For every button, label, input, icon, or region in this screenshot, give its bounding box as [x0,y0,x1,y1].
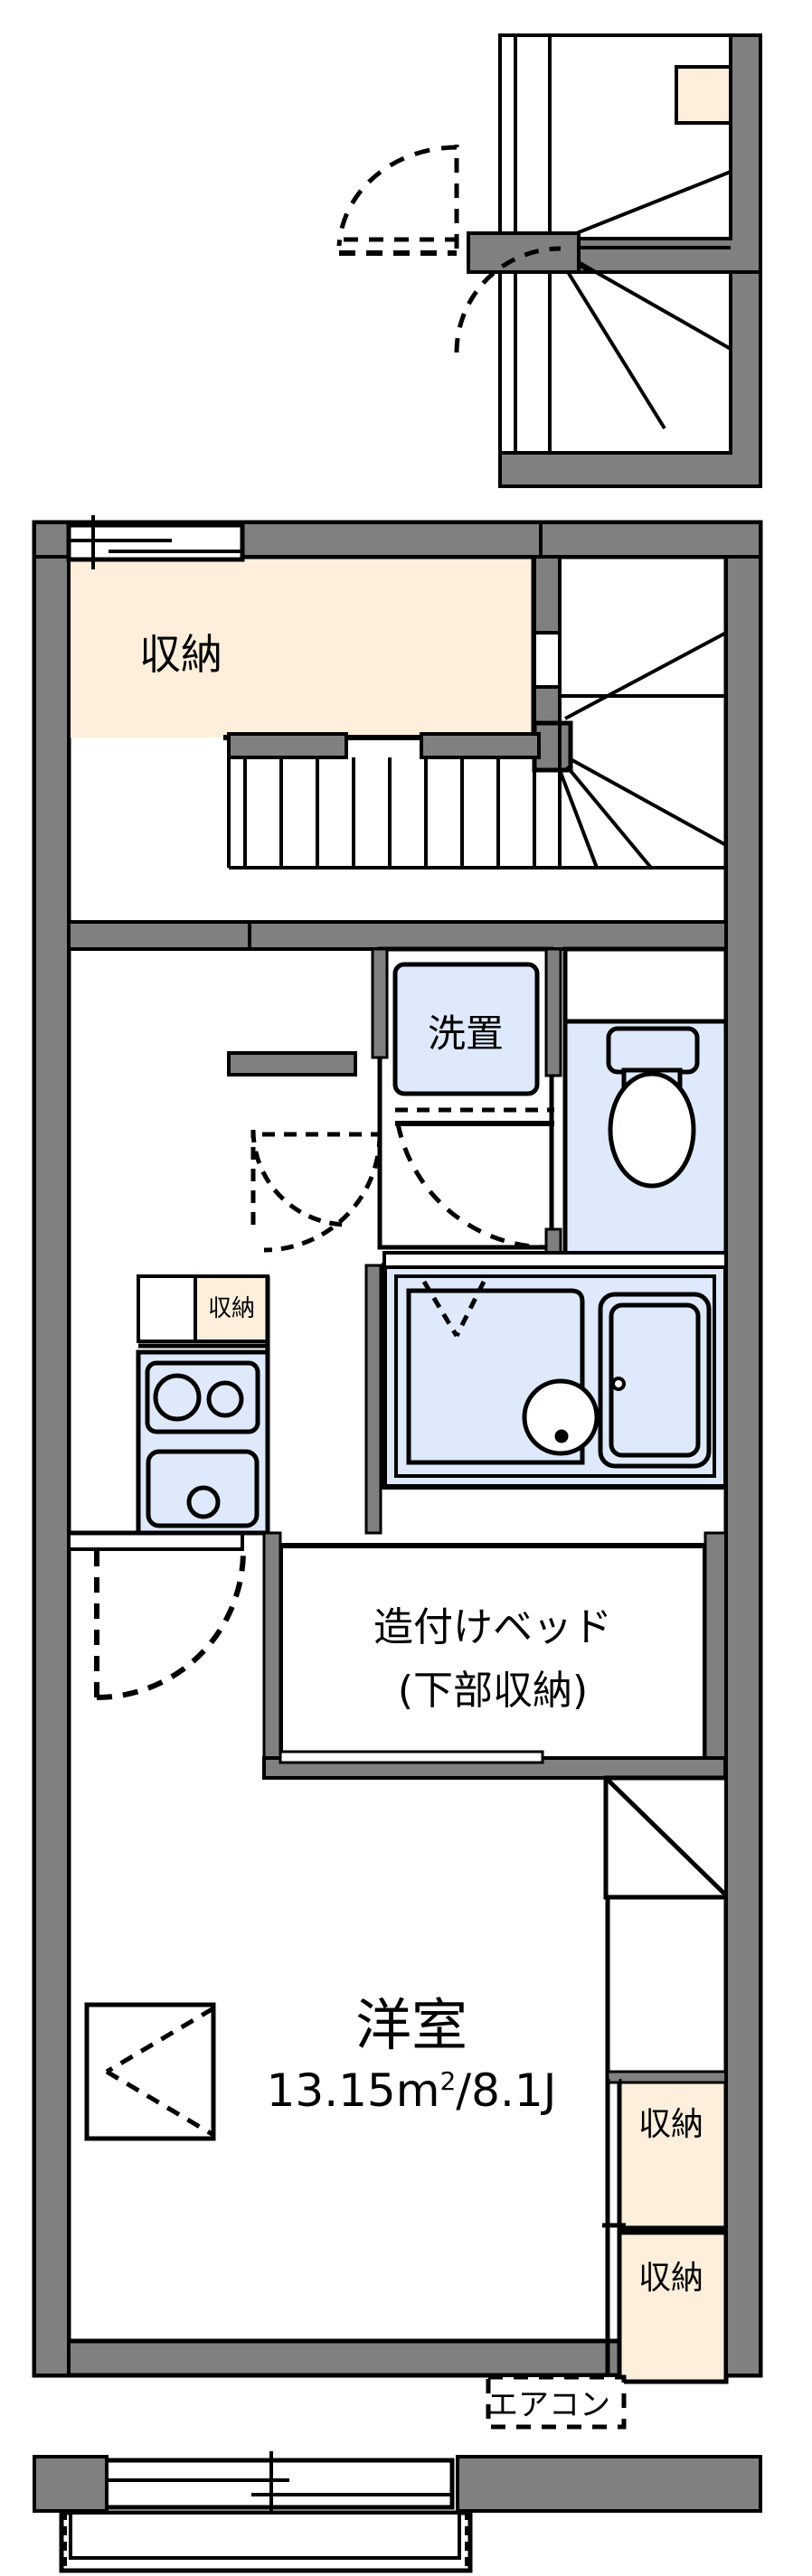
builtin-bed-left-wall [262,1531,282,1773]
builtin-bed-sill [279,1750,544,1764]
left-wall-band [33,521,71,2377]
washbasin-drain [554,1429,569,1443]
room-area-jo: /8.1J [456,2064,556,2117]
closet-upper[interactable] [617,2076,729,2231]
bathroom [382,1251,729,1490]
upper-door-arc-2 [336,145,458,247]
toilet-tank [606,1026,700,1075]
hall-wall-nib [227,1051,357,1076]
room-window-fold-a [105,2006,215,2074]
upper-storage-fill [69,557,534,738]
top-wall-band-right [241,521,543,559]
toilet-bowl [608,1071,696,1189]
winder-ray-2 [570,757,727,847]
right-wall-band [724,521,762,2377]
entrance-door-arc [96,1550,246,1700]
toilet-upper-band [562,946,729,1033]
right-closets: 収納 収納 [602,2070,729,2386]
builtin-bed-room: 造付けベッド (下部収納) [262,1531,728,1780]
laundry-right-wall [544,947,562,1077]
bathroom-fold-b [454,1280,486,1338]
laundry-room: 洗置 [371,946,562,1255]
wall-corner-touchups [33,515,762,2513]
stair-door-opening [533,631,562,689]
upper-storage-room: 収納 [69,554,538,740]
aircon-icon: エアコン [486,2374,627,2430]
balcony-rail [69,2511,461,2560]
upper-stair-winder-5 [559,259,666,430]
upper-stair-winder-1 [560,170,732,241]
kitchen-storage-label: 収納 [208,1295,255,1322]
bottom-wall-left [33,2455,109,2513]
upper-stair-winder-4 [562,251,732,351]
room-window-icon [84,2002,216,2141]
room-area-unit: m [396,2064,440,2117]
bathtub-icon [598,1292,712,1469]
room-area-label: 13.15m2/8.1J [267,2064,557,2117]
room-area-sup: 2 [439,2066,456,2096]
stair-header-left [227,732,348,759]
bathtub-inner [609,1302,701,1458]
builtin-bed-outline [278,1543,708,1774]
room-name-label: 洋室 [355,1992,467,2058]
upper-door-arc [454,246,562,353]
upper-storage-label: 収納 [139,630,222,679]
closet-upper-head [606,2070,728,2084]
main-stairs [227,555,728,951]
entrance-threshold [67,1531,244,1551]
shelf-box-diagonal [606,1778,728,1897]
winder-ray-1 [564,631,727,720]
stove-burner-large [153,1373,202,1422]
stair-bottom-band [227,920,728,951]
hall-door-swings [67,1129,382,1700]
hall-wall-left [67,920,251,951]
winder-ray-4 [558,769,599,869]
closet-upper-label-a: 収納 [638,2106,703,2143]
toilet-room [562,946,729,1259]
washing-machine-pan [392,962,540,1096]
bathtub-drain [611,1377,626,1391]
bathroom-entry-band [382,1251,728,1269]
toilet-icon [606,1026,700,1189]
upper-stair-storage-box [675,65,732,125]
kitchen-right-wall [364,1264,382,1535]
upper-stair-inner-floor-lower [498,270,732,455]
room-window-frame [84,2002,216,2141]
washbasin-icon [522,1378,600,1456]
stove-burner-small [206,1380,244,1418]
upper-stair-landing-nib-top [467,231,581,274]
builtin-bed-label-line2: (下部収納) [398,1668,588,1714]
laundry-left-wall [371,947,389,1059]
aircon-label: エアコン [487,2387,610,2423]
winder-ray-3 [565,765,653,870]
aircon-box [486,2374,627,2430]
laundry-door-arc [395,1123,551,1250]
builtin-bed-label-line1: 造付けベッド [373,1604,612,1650]
closet-lower[interactable] [617,2230,729,2384]
sink-drain [186,1485,221,1519]
upper-shelf-box [603,1775,731,2079]
main-room: 洋室 13.15m2/8.1J [267,1992,557,2117]
hall-door-arc-a [250,1129,349,1227]
upper-door-swing-icon [336,145,562,353]
upper-stairwell-block [336,33,762,488]
hall-door-arc-b [263,1133,382,1253]
kitchen-sink-icon [146,1449,260,1528]
laundry-right-wall-lower [544,1227,562,1255]
washbasin-bowl [522,1378,600,1456]
bottom-wall-right [456,2455,762,2513]
bathroom-fold-a [421,1280,459,1338]
room-window-fold-b [105,2069,215,2138]
room-area-number: 13.15 [267,2064,396,2117]
kitchen: 収納 [136,1264,382,1536]
builtin-bed-right-wall [703,1531,728,1773]
closet-lower-label-a: 収納 [638,2260,703,2297]
kitchen-shelf-left [137,1274,197,1343]
laundry-label: 洗置 [428,1011,504,1056]
stair-header-right [420,732,541,759]
stove-two-burner-icon [145,1360,260,1434]
